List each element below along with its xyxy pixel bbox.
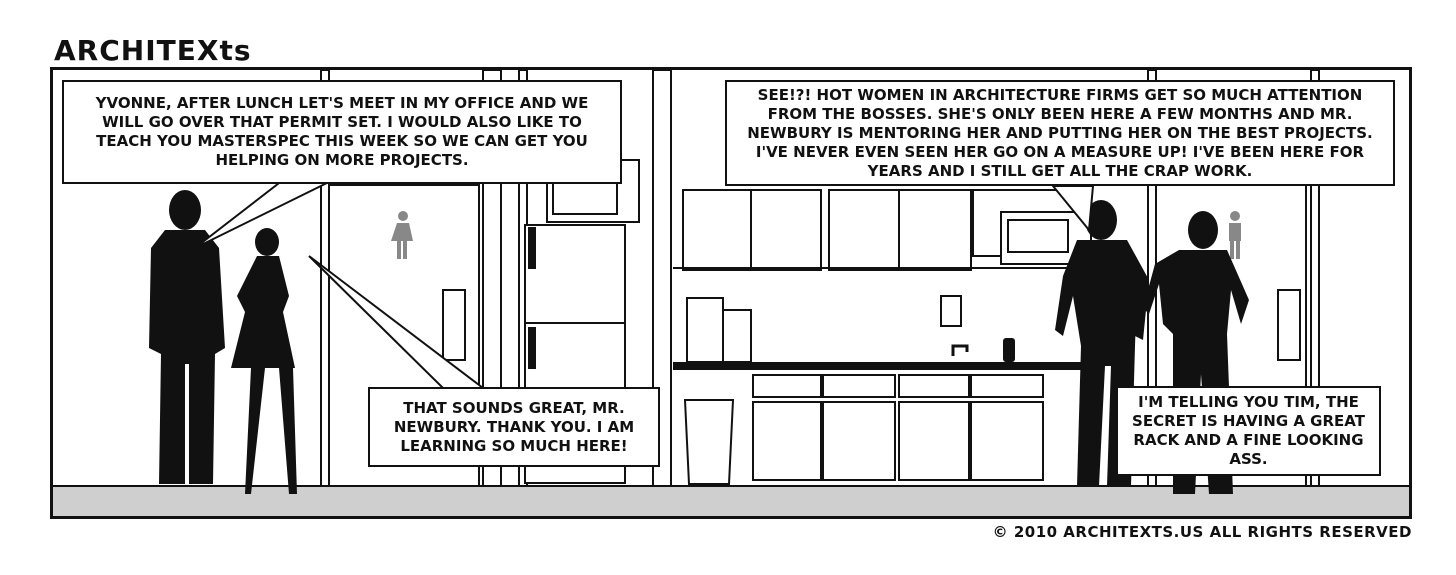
- upper-cabinets: [682, 189, 1084, 271]
- door-push-plate-left: [442, 289, 466, 361]
- speech-bubble-yvonne: THAT SOUNDS GREAT, MR. NEWBURY. THANK YO…: [368, 387, 660, 467]
- speech-text-coworker2: I'M TELLING YOU TIM, THE SECRET IS HAVIN…: [1132, 393, 1365, 468]
- silhouette-mr-newbury: [149, 190, 225, 484]
- coffee-maker: [686, 297, 752, 363]
- wall-microwave: [1000, 211, 1092, 265]
- speech-text-coworker1: SEE!?! HOT WOMEN IN ARCHITECTURE FIRMS G…: [747, 85, 1373, 180]
- comic-panel: YVONNE, AFTER LUNCH LET'S MEET IN MY OFF…: [50, 67, 1412, 519]
- speech-bubble-coworker1: SEE!?! HOT WOMEN IN ARCHITECTURE FIRMS G…: [725, 80, 1395, 186]
- copyright-notice: © 2010 ARCHITEXTS.US ALL RIGHTS RESERVED: [992, 523, 1412, 541]
- floor: [53, 486, 1409, 516]
- paper-towel-dispenser: [940, 295, 962, 327]
- soap-bottle: [1003, 338, 1015, 362]
- countertop: [673, 362, 1093, 370]
- speech-bubble-coworker2: I'M TELLING YOU TIM, THE SECRET IS HAVIN…: [1116, 386, 1381, 476]
- restroom-sign-men: [1229, 211, 1241, 259]
- faucet: [951, 344, 969, 356]
- comic-logo: ARCHITEXts: [54, 34, 252, 67]
- speech-text-yvonne: THAT SOUNDS GREAT, MR. NEWBURY. THANK YO…: [393, 398, 635, 455]
- restroom-sign-women: [391, 211, 413, 259]
- lower-cabinets: [752, 374, 1044, 481]
- speech-bubble-newbury: YVONNE, AFTER LUNCH LET'S MEET IN MY OFF…: [62, 80, 622, 184]
- silhouette-yvonne: [231, 228, 297, 494]
- trash-can: [683, 399, 735, 485]
- speech-text-newbury: YVONNE, AFTER LUNCH LET'S MEET IN MY OFF…: [95, 94, 589, 169]
- door-push-plate-right: [1277, 289, 1301, 361]
